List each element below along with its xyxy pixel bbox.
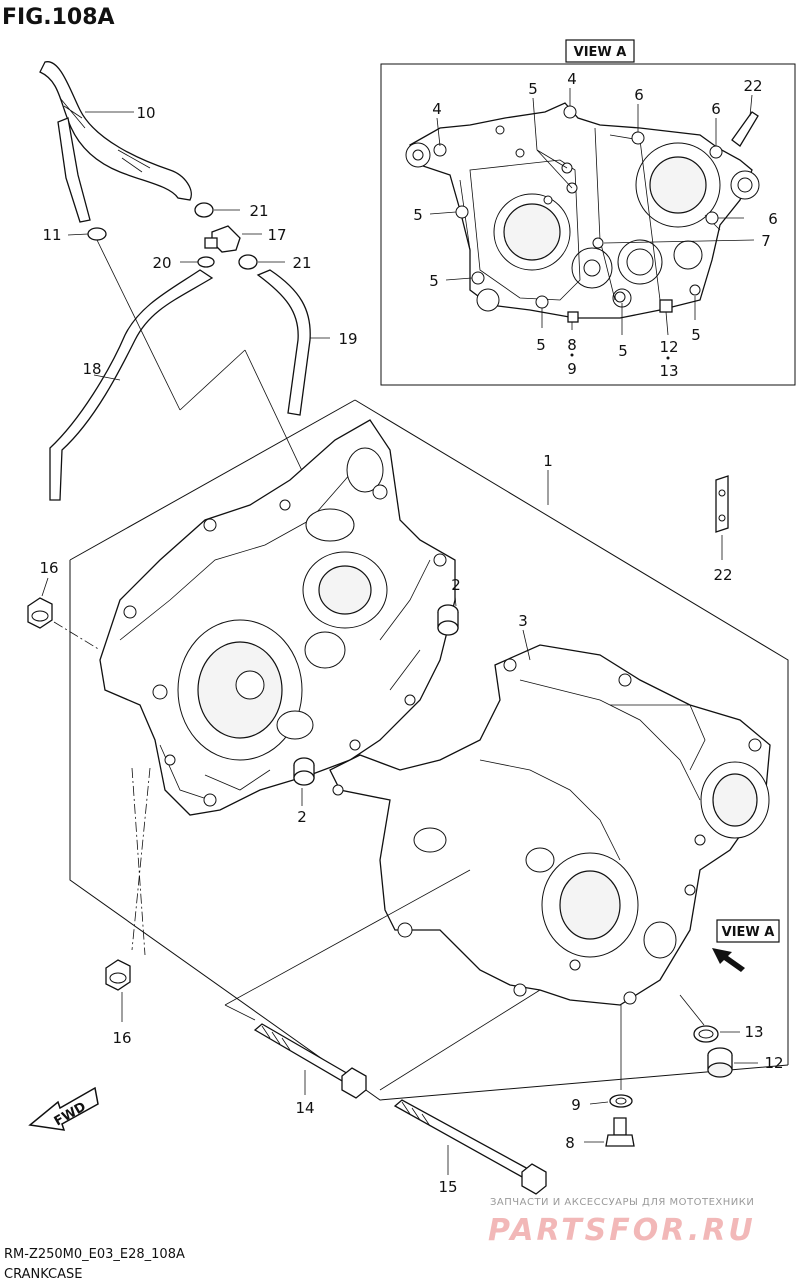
plug bbox=[707, 1047, 733, 1078]
watermark-brand: PARTSFOR.RU bbox=[488, 1213, 756, 1248]
callout-8: 8 bbox=[567, 336, 577, 354]
figure-code: RM-Z250M0_E03_E28_108A bbox=[4, 1247, 185, 1262]
callout-5: 5 bbox=[413, 206, 423, 224]
callout-11: 11 bbox=[42, 226, 61, 244]
callout-10: 10 bbox=[136, 104, 155, 122]
callout-8: 8 bbox=[565, 1134, 575, 1152]
sealing-washer bbox=[693, 1025, 719, 1043]
fwd-arrow: FWD bbox=[28, 1086, 99, 1131]
callout-5: 5 bbox=[536, 336, 546, 354]
nut bbox=[105, 959, 131, 991]
callout-7: 7 bbox=[761, 232, 771, 250]
view-a-arrow-box bbox=[716, 919, 780, 943]
callout-22: 22 bbox=[713, 566, 732, 584]
dowel-pin bbox=[437, 604, 459, 636]
view-a-label-box bbox=[565, 39, 635, 63]
callout-15: 15 bbox=[438, 1178, 457, 1196]
callout-16: 16 bbox=[112, 1029, 131, 1047]
callout-1: 1 bbox=[543, 452, 553, 470]
callout-3: 3 bbox=[518, 612, 528, 630]
callout-6: 6 bbox=[768, 210, 778, 228]
dowel-pin bbox=[293, 757, 315, 786]
callout-2: 2 bbox=[297, 808, 307, 826]
callout-9: 9 bbox=[571, 1096, 581, 1114]
callout-13: 13 bbox=[744, 1023, 763, 1041]
nut bbox=[27, 597, 53, 629]
bolt bbox=[393, 1099, 547, 1195]
callout-20: 20 bbox=[152, 254, 171, 272]
view-direction-arrow bbox=[712, 948, 745, 972]
callout-19: 19 bbox=[338, 330, 357, 348]
callout-4: 4 bbox=[567, 70, 577, 88]
view-a-label: VIEW A bbox=[574, 45, 627, 60]
view-a-inset: VIEW A bbox=[380, 39, 796, 386]
callout-4: 4 bbox=[432, 100, 442, 118]
callout-2: 2 bbox=[451, 576, 461, 594]
crankcase-assembly: 1 2 bbox=[69, 399, 789, 1101]
bolt bbox=[253, 1023, 367, 1099]
view-a-arrow-label: VIEW A bbox=[722, 925, 775, 940]
callout-21: 21 bbox=[249, 202, 268, 220]
drain-bolt bbox=[605, 1117, 635, 1147]
callout-5: 5 bbox=[429, 272, 439, 290]
callout-12: 12 bbox=[659, 338, 678, 356]
callout-14: 14 bbox=[295, 1099, 314, 1117]
callout-16: 16 bbox=[39, 559, 58, 577]
callout-12: 12 bbox=[764, 1054, 783, 1072]
callout-21: 21 bbox=[292, 254, 311, 272]
drain-washer bbox=[609, 1094, 633, 1108]
callout-17: 17 bbox=[267, 226, 286, 244]
callout-5: 5 bbox=[528, 80, 538, 98]
callout-5: 5 bbox=[691, 326, 701, 344]
figure-name: CRANKCASE bbox=[4, 1267, 82, 1282]
callout-18: 18 bbox=[82, 360, 101, 378]
figure-title: FIG.108A bbox=[2, 5, 115, 30]
callout-9: 9 bbox=[567, 360, 577, 378]
callout-6: 6 bbox=[711, 100, 721, 118]
callout-6: 6 bbox=[634, 86, 644, 104]
watermark-tagline: ЗАПЧАСТИ И АКСЕССУАРЫ ДЛЯ МОТОТЕХНИКИ bbox=[490, 1197, 754, 1208]
callout-22: 22 bbox=[743, 77, 762, 95]
hose-group: 10 11 17 21 21 20 18 19 bbox=[39, 61, 358, 531]
callout-13: 13 bbox=[659, 362, 678, 380]
callout-5: 5 bbox=[618, 342, 628, 360]
